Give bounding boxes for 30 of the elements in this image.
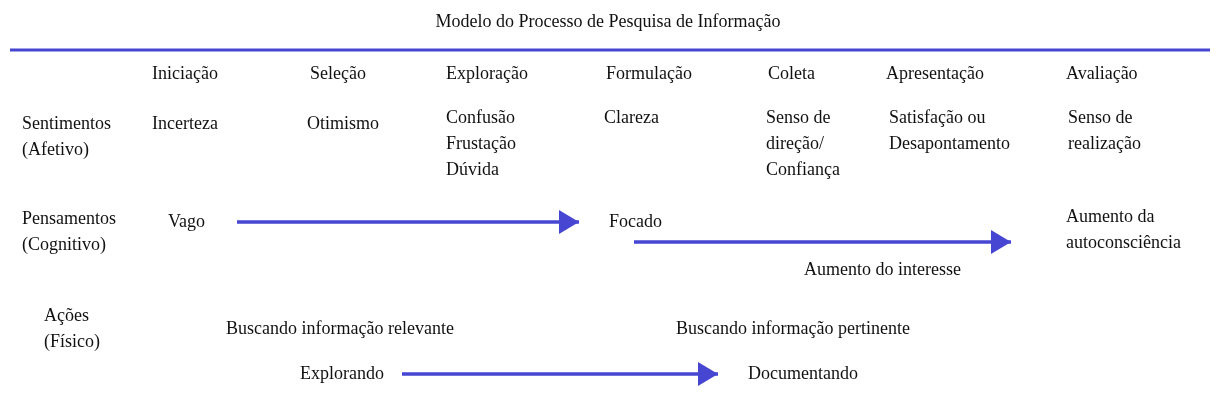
stage-label: Explorando <box>300 360 384 386</box>
cell-text: Incerteza <box>152 112 218 135</box>
cell-text: Otimismo <box>307 112 379 135</box>
diagram-title: Modelo do Processo de Pesquisa de Informação <box>434 10 782 33</box>
stage-label: Vago <box>168 208 205 234</box>
row-heading: Pensamentos (Cognitivo) <box>22 207 117 256</box>
arrow <box>634 230 1011 254</box>
stage-heading: Seleção <box>310 62 366 85</box>
stage-heading: Coleta <box>768 62 815 85</box>
stage-heading: Avaliação <box>1066 62 1138 85</box>
stage-label: Aumento da autoconsciência <box>1066 203 1211 255</box>
stage-heading: Apresentação <box>886 62 984 85</box>
arrow <box>402 362 718 386</box>
cell-text: Dúvida <box>446 158 499 181</box>
cell-text: Senso de realização <box>1068 106 1142 155</box>
stage-heading: Formulação <box>606 62 692 85</box>
cell-text: Frustação <box>446 132 516 155</box>
stage-label: Focado <box>609 208 662 234</box>
stage-heading: Iniciação <box>152 62 218 85</box>
cell-text: Buscando informação relevante <box>226 317 454 340</box>
row-heading: Ações (Físico) <box>44 304 101 353</box>
stage-label: Documentando <box>748 360 858 386</box>
cell-text: Senso de direção/ Confiança <box>766 106 841 181</box>
cell-text: Confusão <box>446 106 515 129</box>
stage-heading: Exploração <box>446 62 528 85</box>
cell-text: Satisfação ou Desapontamento <box>889 106 1011 155</box>
arrow <box>237 210 579 234</box>
cell-text: Clareza <box>604 106 659 129</box>
row-heading: Sentimentos (Afetivo) <box>22 112 112 161</box>
cell-text: Buscando informação pertinente <box>676 317 910 340</box>
